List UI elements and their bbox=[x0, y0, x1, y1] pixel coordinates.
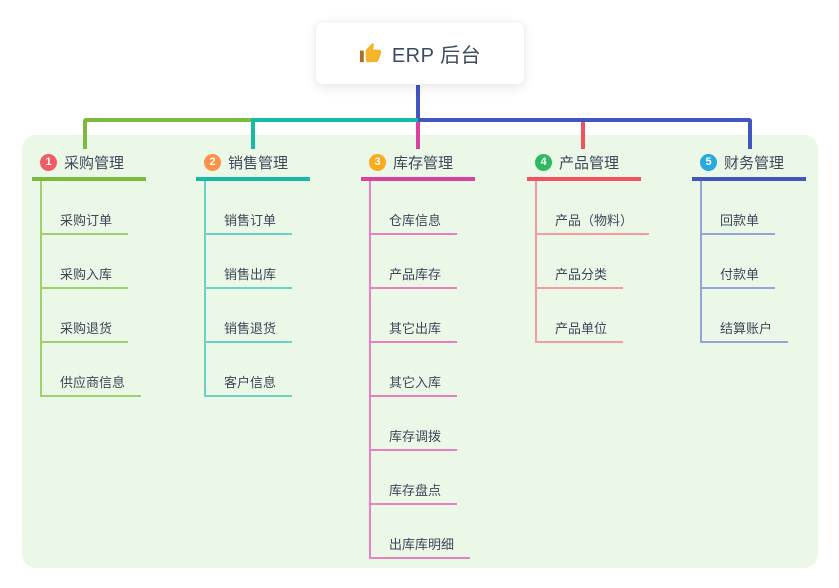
leaf-label[interactable]: 采购入库 bbox=[42, 264, 129, 289]
leaf-node: 结算账户 bbox=[702, 289, 806, 343]
branch-header-inventory[interactable]: 3 库存管理 bbox=[361, 149, 475, 181]
branch-label: 采购管理 bbox=[64, 154, 125, 172]
connector-drop-finance bbox=[748, 118, 752, 149]
leaf-label[interactable]: 供应商信息 bbox=[42, 372, 142, 397]
leaf-node: 产品分类 bbox=[537, 235, 641, 289]
branch-number-badge: 2 bbox=[204, 153, 221, 171]
leaf-node: 其它入库 bbox=[371, 343, 475, 397]
leaf-node: 采购退货 bbox=[42, 289, 146, 343]
leaf-node: 销售订单 bbox=[206, 181, 310, 235]
leaf-node: 其它出库 bbox=[371, 289, 475, 343]
branch-purchase: 1 采购管理 采购订单 采购入库 采购退货 供应商信息 bbox=[32, 149, 146, 397]
leaf-label[interactable]: 付款单 bbox=[702, 264, 776, 289]
leaf-node: 回款单 bbox=[702, 181, 806, 235]
leaf-node: 出库库明细 bbox=[371, 505, 475, 559]
connector-drop-purchase bbox=[83, 118, 87, 149]
connector-rail-right bbox=[418, 118, 752, 122]
branch-header-purchase[interactable]: 1 采购管理 bbox=[32, 149, 146, 181]
branch-label: 产品管理 bbox=[559, 154, 620, 172]
branch-header-finance[interactable]: 5 财务管理 bbox=[692, 149, 806, 181]
leaf-node: 销售退货 bbox=[206, 289, 310, 343]
branch-product: 4 产品管理 产品（物料） 产品分类 产品单位 bbox=[527, 149, 650, 343]
branch-number-badge: 5 bbox=[700, 153, 717, 171]
leaf-label[interactable]: 结算账户 bbox=[702, 318, 789, 343]
leaf-node: 采购入库 bbox=[42, 235, 146, 289]
branch-label: 销售管理 bbox=[228, 154, 289, 172]
connector-drop-sales bbox=[251, 118, 255, 149]
leaf-node: 产品单位 bbox=[537, 289, 641, 343]
branch-header-sales[interactable]: 2 销售管理 bbox=[196, 149, 310, 181]
leaf-label[interactable]: 产品分类 bbox=[537, 264, 624, 289]
leaf-node: 销售出库 bbox=[206, 235, 310, 289]
leaf-node: 产品（物料） bbox=[537, 181, 650, 235]
leaf-node: 仓库信息 bbox=[371, 181, 475, 235]
branch-label: 财务管理 bbox=[724, 154, 785, 172]
leaf-node: 供应商信息 bbox=[42, 343, 146, 397]
leaf-label[interactable]: 销售出库 bbox=[206, 264, 293, 289]
leaf-label[interactable]: 销售订单 bbox=[206, 210, 293, 235]
branch-label: 库存管理 bbox=[393, 154, 454, 172]
branch-children: 回款单 付款单 结算账户 bbox=[700, 181, 806, 343]
leaf-node: 库存调拨 bbox=[371, 397, 475, 451]
branch-finance: 5 财务管理 回款单 付款单 结算账户 bbox=[692, 149, 806, 343]
leaf-node: 产品库存 bbox=[371, 235, 475, 289]
branch-number-badge: 1 bbox=[40, 153, 57, 171]
leaf-label[interactable]: 采购退货 bbox=[42, 318, 129, 343]
connector-root-stem bbox=[416, 83, 420, 122]
connector-drop-product bbox=[581, 122, 585, 149]
group-panel bbox=[22, 135, 818, 568]
leaf-node: 付款单 bbox=[702, 235, 806, 289]
branch-number-badge: 3 bbox=[369, 153, 386, 171]
connector-rail-purchase bbox=[83, 118, 253, 122]
root-title: ERP 后台 bbox=[391, 44, 482, 67]
leaf-label[interactable]: 采购订单 bbox=[42, 210, 129, 235]
branch-header-product[interactable]: 4 产品管理 bbox=[527, 149, 641, 181]
branch-children: 仓库信息 产品库存 其它出库 其它入库 库存调拨 库存盘点 出库库明细 bbox=[369, 181, 475, 559]
connector-rail-sales bbox=[253, 118, 418, 122]
leaf-label[interactable]: 其它出库 bbox=[371, 318, 458, 343]
leaf-label[interactable]: 产品单位 bbox=[537, 318, 624, 343]
leaf-label[interactable]: 销售退货 bbox=[206, 318, 293, 343]
branch-children: 销售订单 销售出库 销售退货 客户信息 bbox=[204, 181, 310, 397]
thumbs-up-icon bbox=[359, 42, 382, 65]
branch-children: 产品（物料） 产品分类 产品单位 bbox=[535, 181, 650, 343]
leaf-label[interactable]: 库存调拨 bbox=[371, 426, 458, 451]
leaf-label[interactable]: 其它入库 bbox=[371, 372, 458, 397]
leaf-label[interactable]: 产品（物料） bbox=[537, 210, 650, 235]
root-node[interactable]: ERP 后台 bbox=[315, 21, 525, 85]
leaf-label[interactable]: 库存盘点 bbox=[371, 480, 458, 505]
leaf-label[interactable]: 客户信息 bbox=[206, 372, 293, 397]
leaf-label[interactable]: 回款单 bbox=[702, 210, 776, 235]
branch-children: 采购订单 采购入库 采购退货 供应商信息 bbox=[40, 181, 146, 397]
branch-sales: 2 销售管理 销售订单 销售出库 销售退货 客户信息 bbox=[196, 149, 310, 397]
leaf-label[interactable]: 仓库信息 bbox=[371, 210, 458, 235]
connector-drop-inventory bbox=[416, 122, 420, 149]
branch-inventory: 3 库存管理 仓库信息 产品库存 其它出库 其它入库 库存调拨 库存盘点 出库库… bbox=[361, 149, 475, 559]
leaf-node: 库存盘点 bbox=[371, 451, 475, 505]
leaf-node: 采购订单 bbox=[42, 181, 146, 235]
leaf-label[interactable]: 产品库存 bbox=[371, 264, 458, 289]
branch-number-badge: 4 bbox=[535, 153, 552, 171]
leaf-label[interactable]: 出库库明细 bbox=[371, 534, 471, 559]
leaf-node: 客户信息 bbox=[206, 343, 310, 397]
